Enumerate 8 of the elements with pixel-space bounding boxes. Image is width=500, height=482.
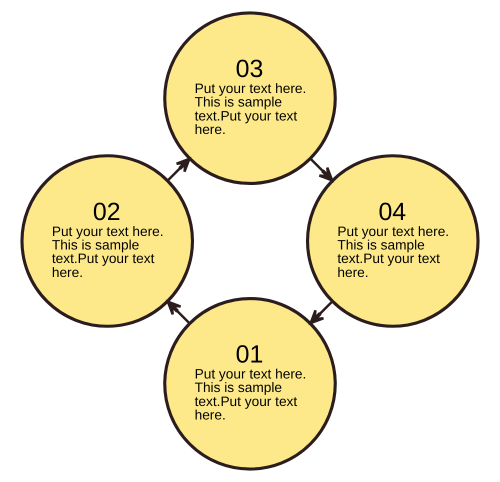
arrow	[166, 158, 191, 182]
arrow	[166, 300, 190, 324]
node-circle: 03 Put your text here. This is sample text.Put your text here.	[163, 11, 337, 186]
node-circle: 02 Put your text here. This is sample text.Put your text here.	[20, 154, 194, 328]
node-circle: 01 Put your text here. This is sample text.Put your text here.	[163, 296, 337, 471]
arrow	[310, 158, 334, 182]
arrow	[309, 300, 334, 324]
node-circle: 04 Put your text here. This is sample text.Put your text here.	[306, 154, 480, 328]
